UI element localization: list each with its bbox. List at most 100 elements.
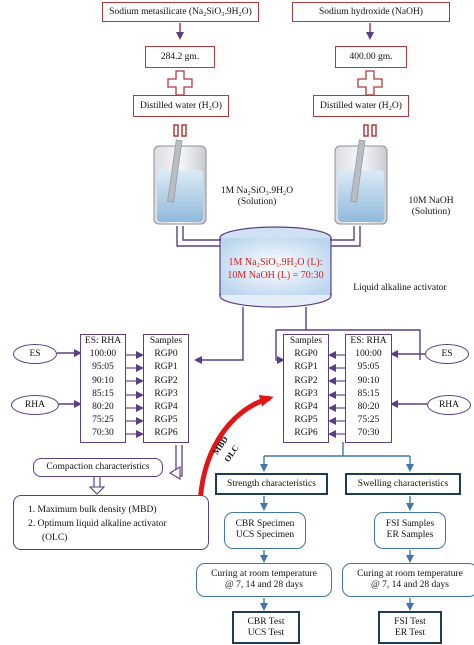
left-ratio-column: ES: RHA 100:00 95:05 90:10 85:15 80:20 7…	[80, 335, 126, 441]
mixer-caption: Liquid alkaline activator	[353, 283, 447, 293]
swelling-specimen-box: FSI Samples ER Samples	[374, 512, 446, 549]
right-sample-0: RGP0	[294, 349, 318, 360]
left-sample-4: RGP4	[154, 401, 178, 412]
beaker-to-mixer-arrows	[176, 226, 361, 247]
right-rha-ellipse: RHA	[427, 395, 471, 415]
right-sample-1: RGP1	[294, 362, 318, 373]
strength-test-box: CBR Test UCS Test	[232, 611, 300, 644]
left-beaker-icon	[153, 139, 207, 225]
double-bar-icon	[173, 124, 377, 137]
right-row-arrows	[328, 351, 345, 438]
left-ratio-1: 95:05	[92, 362, 114, 373]
compaction-results-box	[13, 495, 209, 550]
ucs-specimen-label: UCS Specimen	[235, 529, 295, 540]
left-ratio-6: 70:30	[92, 428, 114, 439]
strength-curing-line1: Curing at room temperature	[211, 569, 317, 579]
left-input-arrows	[57, 349, 82, 408]
swelling-characteristics-box: Swelling characteristics	[345, 473, 461, 495]
left-ratio-3: 85:15	[92, 388, 114, 399]
right-es-ellipse: ES	[425, 344, 469, 364]
left-sample-0: RGP0	[154, 349, 178, 360]
right-ratio-2: 90:10	[357, 375, 380, 386]
right-ratio-0: 100:00	[355, 349, 382, 360]
red-curved-arrow	[197, 394, 274, 511]
compaction-item-2: 2. Optimum liquid alkaline activator	[28, 519, 167, 529]
plus-icon	[167, 70, 383, 96]
sodium-hydroxide-box: Sodium hydroxide (NaOH)	[292, 2, 450, 22]
right-samples-header: Samples	[289, 336, 323, 346]
mixer-right-branch	[275, 329, 306, 364]
right-ratio-header: ES: RHA	[350, 336, 387, 346]
cbr-test-label: CBR Test	[247, 617, 285, 627]
left-ratio-0: 100:00	[89, 349, 117, 360]
er-samples-label: ER Samples	[386, 529, 434, 540]
left-ratio-5: 75:25	[92, 415, 114, 426]
right-ratio-1: 95:05	[357, 362, 380, 373]
left-sample-2: RGP2	[154, 375, 178, 386]
right-sample-3: RGP3	[294, 388, 318, 399]
compaction-arrow-head	[168, 466, 181, 480]
mixer-output-lines	[194, 307, 421, 364]
cbr-specimen-label: CBR Specimen	[235, 519, 295, 529]
swelling-curing-box: Curing at room temperature @ 7, 14 and 2…	[342, 563, 474, 597]
left-samples-table	[143, 334, 189, 443]
left-ratio-2: 90:10	[92, 375, 114, 386]
er-test-label: ER Test	[394, 627, 426, 638]
right-beaker-icon	[334, 139, 388, 225]
swelling-curing-line2: @ 7, 14 and 28 days	[371, 579, 449, 590]
fsi-samples-label: FSI Samples	[385, 519, 435, 529]
mixer-ratio-line1: 1M Na₂SiO₃.9H₂O (L):	[228, 257, 323, 268]
left-row-arrows	[126, 351, 144, 438]
right-ratio-6: 70:30	[357, 428, 380, 439]
right-samples-column: Samples RGP0 RGP1 RGP2 RGP3 RGP4 RGP5 RG…	[283, 335, 329, 441]
left-solution-label: 1M Na₂SiO₃.9H₂O (Solution)	[220, 186, 294, 207]
right-ratio-column: ES: RHA 100:00 95:05 90:10 85:15 80:20 7…	[345, 335, 392, 441]
compaction-item-2b: (OLC)	[42, 533, 68, 543]
strength-specimen-box: CBR Specimen UCS Specimen	[224, 512, 306, 549]
left-samples-column: Samples RGP0 RGP1 RGP2 RGP3 RGP4 RGP5 RG…	[143, 335, 189, 441]
right-water-box: Distilled water (H₂O)	[313, 95, 409, 117]
left-sample-5: RGP5	[154, 415, 178, 426]
ucs-test-label: UCS Test	[247, 627, 285, 638]
left-sample-1: RGP1	[154, 362, 178, 373]
top-left-connectors	[176, 23, 374, 40]
compaction-down-arrow	[93, 477, 101, 488]
swelling-test-box: FSI Test ER Test	[378, 611, 442, 644]
right-ratio-4: 80:20	[357, 401, 380, 412]
fsi-test-label: FSI Test	[394, 617, 426, 627]
left-ratio-header: ES: RHA	[84, 336, 122, 346]
compaction-title-box: Compaction characteristics	[33, 458, 163, 477]
mixer-ratio-line2: 10M NaOH (L) = 70:30	[227, 270, 324, 281]
left-sample-3: RGP3	[154, 388, 178, 399]
compaction-item-1: 1. Maximum bulk density (MBD)	[28, 505, 157, 515]
strength-curing-line2: @ 7, 14 and 28 days	[225, 579, 303, 590]
left-sample-6: RGP6	[154, 428, 178, 439]
compaction-down-head	[88, 486, 106, 495]
right-sample-5: RGP5	[294, 415, 318, 426]
right-mass-box: 400.00 gm.	[335, 46, 407, 68]
sodium-metasilicate-box: Sodium metasilicate (Na₂SiO₃.9H₂O)	[102, 2, 259, 22]
left-es-ellipse: ES	[13, 344, 57, 364]
right-samples-table	[283, 334, 329, 443]
left-samples-header: Samples	[149, 336, 183, 346]
left-water-box: Distilled water (H₂O)	[133, 95, 229, 117]
mixer-tank	[219, 226, 332, 308]
right-sample-6: RGP6	[294, 428, 318, 439]
strength-characteristics-box: Strength characteristics	[215, 473, 328, 495]
strength-curing-box: Curing at room temperature @ 7, 14 and 2…	[196, 563, 332, 597]
left-ratio-4: 80:20	[92, 401, 114, 412]
right-ratio-table	[345, 334, 392, 443]
right-solution-label: 10M NaOH (Solution)	[408, 196, 454, 217]
swelling-curing-line1: Curing at room temperature	[357, 569, 463, 579]
strength-flow-arrows	[260, 496, 414, 611]
left-ratio-table	[80, 334, 126, 443]
right-to-branches	[260, 442, 414, 472]
left-mass-box: 284.2 gm.	[145, 46, 215, 68]
right-ratio-3: 85:15	[357, 388, 380, 399]
right-sample-2: RGP2	[294, 375, 318, 386]
right-ratio-5: 75:25	[357, 415, 380, 426]
left-rha-ellipse: RHA	[11, 395, 59, 415]
right-input-arrows	[390, 350, 427, 408]
right-sample-4: RGP4	[294, 401, 318, 412]
